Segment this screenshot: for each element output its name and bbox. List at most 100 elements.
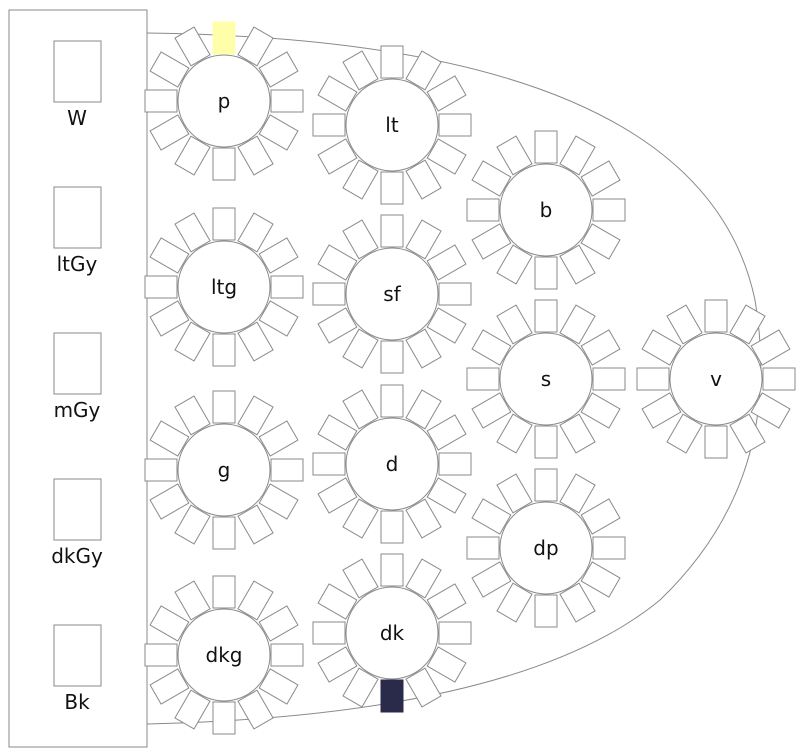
- table-seat: [317, 414, 358, 451]
- table-seat: [704, 425, 728, 459]
- table-seat: [426, 414, 467, 451]
- table-label: lt: [385, 113, 399, 137]
- table-top: [345, 586, 439, 680]
- highlighted-seat: [380, 679, 404, 713]
- table-seat: [258, 51, 299, 88]
- table-seat: [496, 135, 533, 176]
- round-table: ltg: [144, 207, 304, 367]
- table-seat: [270, 275, 304, 299]
- table-seat: [729, 413, 766, 454]
- table-seat: [312, 452, 346, 476]
- table-top: [345, 78, 439, 172]
- round-table: s: [466, 299, 626, 459]
- table-seat: [471, 223, 512, 260]
- table-seat: [380, 45, 404, 79]
- table-seat: [666, 304, 703, 345]
- table-seat: [559, 304, 596, 345]
- table-seat: [317, 307, 358, 344]
- highlighted-seat: [212, 21, 236, 55]
- table-seat: [534, 256, 558, 290]
- table-top: [669, 332, 763, 426]
- table-seat: [237, 135, 274, 176]
- table-top: [499, 163, 593, 257]
- table-seat: [592, 198, 626, 222]
- table-seat: [342, 328, 379, 369]
- table-seat: [380, 510, 404, 544]
- table-seat: [405, 498, 442, 539]
- table-seat: [580, 561, 621, 598]
- table-seat: [466, 198, 500, 222]
- table-seat: [426, 646, 467, 683]
- table-seat: [174, 395, 211, 436]
- table-seat: [534, 299, 558, 333]
- table-seat: [144, 275, 178, 299]
- table-seat: [750, 392, 791, 429]
- table-seat: [212, 575, 236, 609]
- head-seat-label: mGy: [54, 398, 101, 422]
- table-seat: [258, 605, 299, 642]
- table-seat: [729, 304, 766, 345]
- table-seat: [174, 689, 211, 730]
- table-label: p: [218, 89, 231, 113]
- table-seat: [270, 643, 304, 667]
- table-seat: [534, 468, 558, 502]
- table-seat: [559, 244, 596, 285]
- table-top: [345, 417, 439, 511]
- table-seat: [317, 646, 358, 683]
- table-seat: [342, 389, 379, 430]
- table-seat: [149, 237, 190, 274]
- table-label: ltg: [211, 275, 237, 299]
- table-seat: [496, 304, 533, 345]
- table-label: s: [541, 367, 551, 391]
- table-label: dp: [533, 536, 558, 560]
- table-seat: [405, 389, 442, 430]
- table-seat: [641, 329, 682, 366]
- table-seat: [466, 536, 500, 560]
- table-seat: [438, 282, 472, 306]
- round-table: v: [636, 299, 796, 459]
- head-seat-label: W: [67, 106, 87, 130]
- table-seat: [380, 384, 404, 418]
- table-seat: [426, 477, 467, 514]
- table-seat: [174, 135, 211, 176]
- table-seat: [471, 498, 512, 535]
- table-seat: [405, 219, 442, 260]
- table-top: [177, 423, 271, 517]
- table-label: dk: [380, 621, 405, 645]
- table-seat: [237, 26, 274, 67]
- table-seat: [149, 51, 190, 88]
- head-seat: [53, 332, 102, 395]
- table-seat: [496, 244, 533, 285]
- table-seat: [426, 583, 467, 620]
- table-top: [177, 608, 271, 702]
- table-seat: [174, 580, 211, 621]
- table-seat: [592, 367, 626, 391]
- head-seat: [53, 40, 102, 103]
- table-top: [177, 240, 271, 334]
- table-seat: [312, 113, 346, 137]
- table-seat: [580, 329, 621, 366]
- table-seat: [149, 420, 190, 457]
- table-label: g: [218, 458, 231, 482]
- head-seat-label: ltGy: [57, 252, 98, 276]
- table-seat: [666, 413, 703, 454]
- table-seat: [426, 307, 467, 344]
- table-seat: [405, 50, 442, 91]
- table-seat: [342, 667, 379, 708]
- table-seat: [212, 147, 236, 181]
- table-seat: [580, 498, 621, 535]
- table-seat: [317, 477, 358, 514]
- table-seat: [580, 160, 621, 197]
- table-seat: [580, 392, 621, 429]
- table-seat: [641, 392, 682, 429]
- table-seat: [237, 504, 274, 545]
- table-seat: [534, 130, 558, 164]
- round-table: dkg: [144, 575, 304, 735]
- table-seat: [174, 504, 211, 545]
- table-seat: [592, 536, 626, 560]
- table-seat: [258, 668, 299, 705]
- table-seat: [258, 420, 299, 457]
- table-seat: [471, 329, 512, 366]
- table-top: [499, 332, 593, 426]
